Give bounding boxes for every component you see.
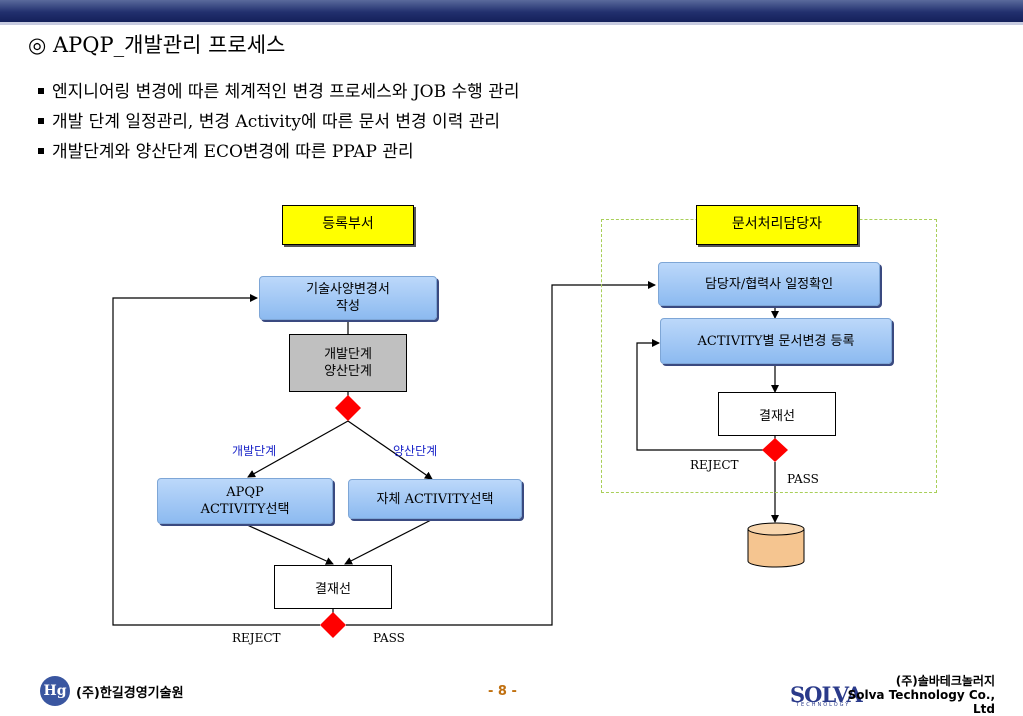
hangil-logo-icon: Hg xyxy=(40,676,70,706)
bullet-text: 엔지니어링 변경에 따른 체계적인 변경 프로세스와 JOB 수행 관리 xyxy=(52,82,520,102)
bullet-item: 개발단계와 양산단계 ECO변경에 따른 PPAP 관리 xyxy=(38,140,519,170)
decision-diamond xyxy=(762,438,788,462)
self-activity-box: 자체 ACTIVITY선택 xyxy=(348,479,522,519)
approval-box: 결재선 xyxy=(718,392,836,436)
reject-label: REJECT xyxy=(232,631,281,645)
solva-logo: SOLVA xyxy=(790,682,863,707)
connector-dev xyxy=(247,420,349,478)
box-label-line: 양산단계 xyxy=(324,364,372,379)
pass-label: PASS xyxy=(373,631,405,645)
decision-diamond xyxy=(320,612,346,638)
connector xyxy=(344,518,434,565)
right-company-ko: (주)솔바테크놀러지 xyxy=(895,674,995,688)
solva-logo-subtitle: TECHNOLOGY xyxy=(796,702,851,708)
branch-label-dev: 개발단계 xyxy=(232,444,277,458)
bullet-item: 엔지니어링 변경에 따른 체계적인 변경 프로세스와 JOB 수행 관리 xyxy=(38,80,519,110)
bullet-text: 개발단계와 양산단계 ECO변경에 따른 PPAP 관리 xyxy=(52,142,414,162)
header-band xyxy=(0,0,1023,22)
box-label-line: 개발단계 xyxy=(324,347,372,362)
connector-mass xyxy=(347,420,433,480)
bullet-item: 개발 단계 일정관리, 변경 Activity에 따른 문서 변경 이력 관리 xyxy=(38,110,519,140)
apqp-activity-box: APQP ACTIVITY선택 xyxy=(157,478,333,524)
bullet-list: 엔지니어링 변경에 따른 체계적인 변경 프로세스와 JOB 수행 관리 개발 … xyxy=(38,80,519,170)
bullet-square-icon xyxy=(38,147,44,154)
right-company-en: Solva Technology Co., Ltd xyxy=(847,688,995,716)
header-underline xyxy=(0,22,1023,25)
bullet-text: 개발 단계 일정관리, 변경 Activity에 따른 문서 변경 이력 관리 xyxy=(52,112,501,132)
database-icon xyxy=(747,522,805,568)
dept-document-handler: 문서처리담당자 xyxy=(696,205,858,245)
left-company-name: (주)한길경영기술원 xyxy=(76,685,184,701)
box-label-line: APQP xyxy=(226,485,264,500)
schedule-check-box: 담당자/협력사 일정확인 xyxy=(658,262,880,306)
right-company-name: (주)솔바테크놀러지 Solva Technology Co., Ltd xyxy=(845,674,995,716)
dept-registration: 등록부서 xyxy=(282,205,414,245)
reject-label: REJECT xyxy=(690,458,739,472)
bullet-square-icon xyxy=(38,117,44,124)
box-label-line: 기술사양변경서 xyxy=(306,282,390,297)
footer-left-company: Hg (주)한길경영기술원 xyxy=(40,676,184,706)
decision-diamond xyxy=(335,395,361,421)
activity-doc-register-box: ACTIVITY별 문서변경 등록 xyxy=(660,318,892,364)
stage-box: 개발단계 양산단계 xyxy=(289,334,407,392)
box-label-line: 작성 xyxy=(336,299,360,314)
pass-connector xyxy=(346,281,656,626)
reject-loop xyxy=(112,294,320,626)
spec-change-doc-box: 기술사양변경서 작성 xyxy=(259,276,437,320)
reject-loop xyxy=(636,339,763,451)
page-title: ◎ APQP_개발관리 프로세스 xyxy=(28,33,286,57)
connector xyxy=(244,523,334,565)
pass-label: PASS xyxy=(787,472,819,486)
bullet-square-icon xyxy=(38,87,44,94)
page-number: - 8 - xyxy=(488,684,517,699)
branch-label-mass: 양산단계 xyxy=(393,444,438,458)
approval-box: 결재선 xyxy=(274,565,392,609)
box-label-line: ACTIVITY선택 xyxy=(200,502,290,517)
